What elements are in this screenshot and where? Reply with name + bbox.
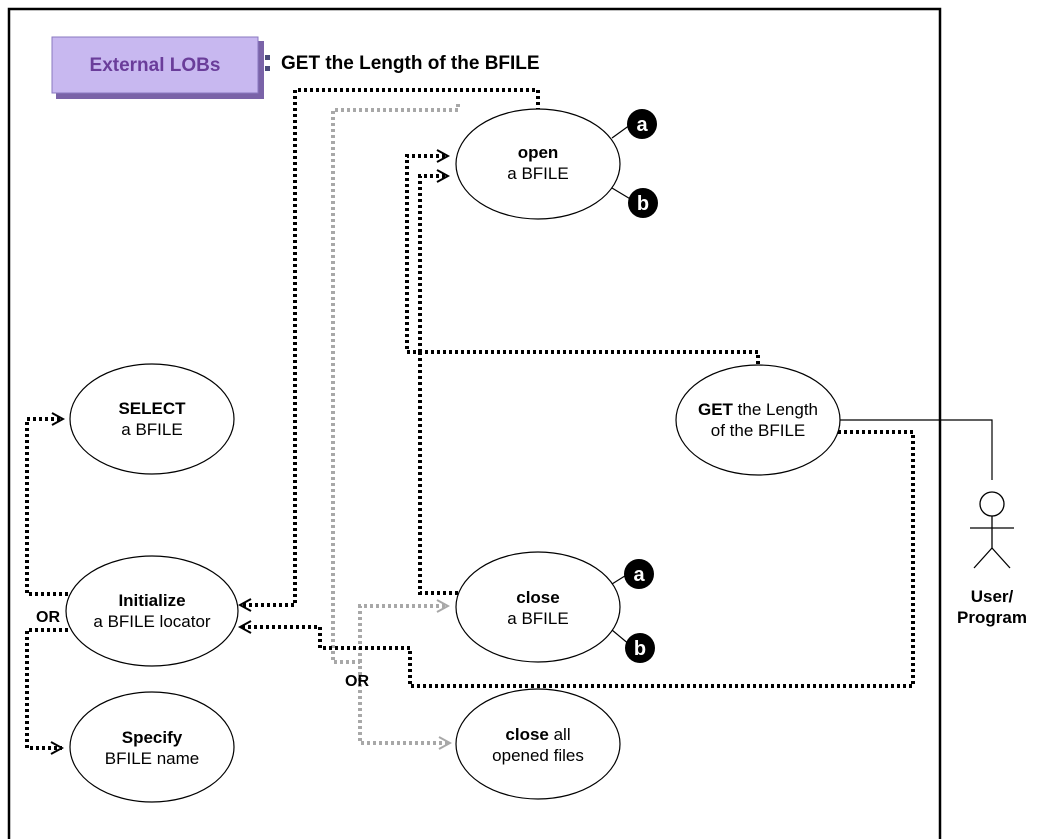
connector-get-to-open-1 <box>405 156 760 364</box>
connector-initialize-to-specify <box>25 628 68 748</box>
svg-text:b: b <box>637 193 649 215</box>
close-sublabel: a BFILE <box>507 609 568 628</box>
node-close[interactable]: close a BFILE <box>455 551 621 663</box>
close-all-sublabel: opened files <box>492 746 584 765</box>
actor-label-line1: User/ <box>971 587 1014 606</box>
tag-label: External LOBs <box>90 55 221 76</box>
open-label: open <box>518 143 559 162</box>
close-badge-b[interactable]: b <box>611 629 655 663</box>
diagram-title: GET the Length of the BFILE <box>281 53 540 74</box>
node-close-all[interactable]: close all opened files <box>455 688 621 800</box>
node-select[interactable]: SELECT a BFILE <box>69 363 235 475</box>
or-label-left: OR <box>36 609 60 626</box>
connector-gray-to-close <box>358 606 448 662</box>
node-get-length[interactable]: GET the Length of the BFILE <box>675 364 841 476</box>
connector-initialize-to-select <box>25 419 68 596</box>
svg-text:b: b <box>634 638 646 660</box>
close-all-label: close all <box>505 725 570 744</box>
connector-to-close <box>418 352 460 595</box>
close-badge-a[interactable]: a <box>611 559 654 589</box>
diagram-frame <box>7 7 942 839</box>
actor-association-line <box>840 419 993 480</box>
node-initialize[interactable]: Initialize a BFILE locator <box>65 555 239 667</box>
or-label-center: OR <box>345 673 369 690</box>
select-label: SELECT <box>118 399 186 418</box>
actor-label-line2: Program <box>957 608 1027 627</box>
open-badge-a[interactable]: a <box>611 109 657 139</box>
open-sublabel: a BFILE <box>507 164 568 183</box>
node-specify[interactable]: Specify BFILE name <box>69 691 235 803</box>
actor-stick-figure <box>970 491 1014 569</box>
specify-sublabel: BFILE name <box>105 749 200 768</box>
get-length-sublabel: of the BFILE <box>711 421 806 440</box>
open-badge-b[interactable]: b <box>611 187 658 218</box>
connector-gray-to-close-all <box>331 104 460 743</box>
select-sublabel: a BFILE <box>121 420 182 439</box>
connector-open-to-initialize <box>240 88 540 605</box>
initialize-label: Initialize <box>118 591 185 610</box>
get-length-label: GET the Length <box>698 400 818 419</box>
initialize-sublabel: a BFILE locator <box>93 612 211 631</box>
specify-label: Specify <box>122 728 183 747</box>
svg-text:a: a <box>633 564 645 586</box>
external-lobs-tag: External LOBs <box>51 36 264 99</box>
node-open[interactable]: open a BFILE <box>455 108 621 220</box>
connector-get-to-open-2 <box>418 176 448 352</box>
close-label: close <box>516 588 559 607</box>
title-separator <box>265 55 270 71</box>
svg-text:a: a <box>636 114 648 136</box>
